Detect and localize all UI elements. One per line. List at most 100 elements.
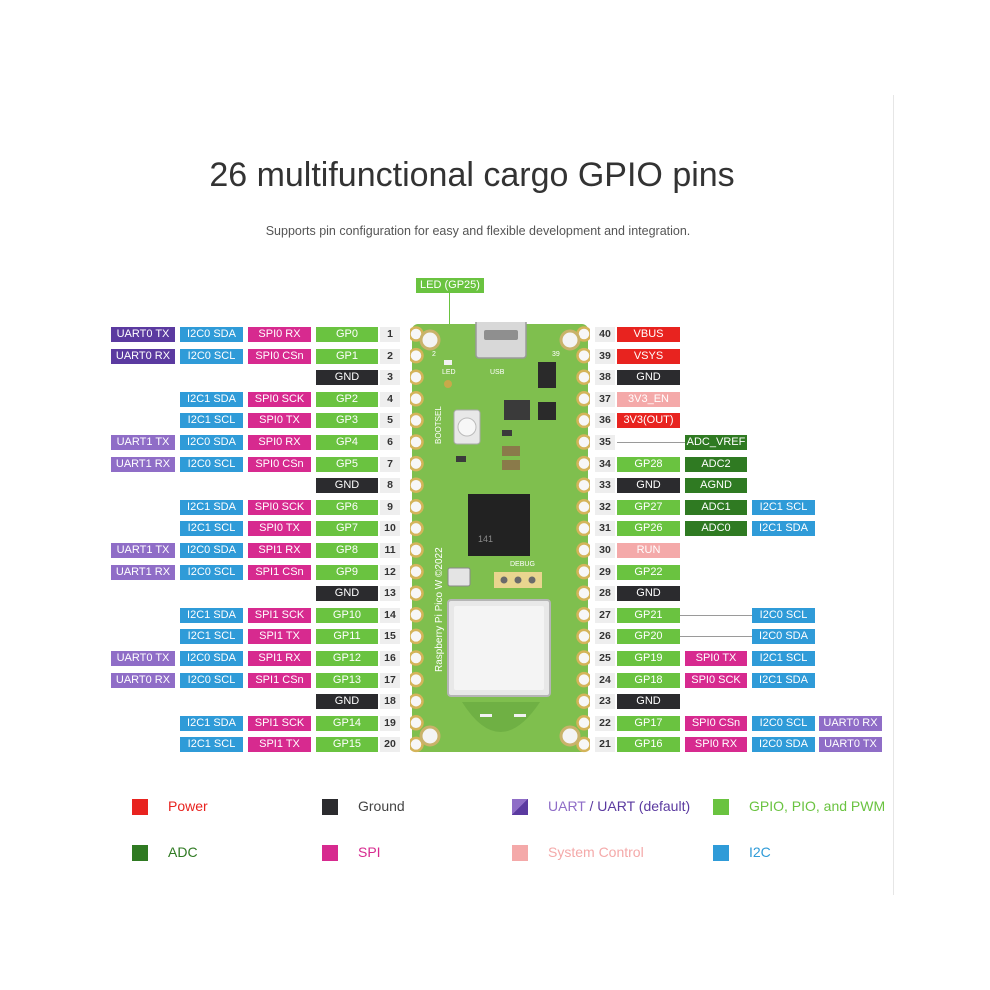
pin-number: 15 — [380, 629, 400, 645]
pin-number: 32 — [595, 499, 615, 515]
legend-swatch — [512, 799, 528, 815]
pin-number: 22 — [595, 715, 615, 731]
gpio-label: GP27 — [617, 499, 680, 515]
legend-label: UART / UART (default) — [548, 798, 690, 814]
castellated-pad — [410, 477, 424, 493]
castellated-pad — [410, 391, 424, 407]
debug-pad-1 — [500, 576, 508, 584]
pin-number: 27 — [595, 607, 615, 623]
pin-number: 26 — [595, 629, 615, 645]
legend-swatch — [132, 799, 148, 815]
mounting-hole-bottom-right — [559, 725, 581, 747]
castellated-pad — [576, 585, 590, 601]
debug-silk-text: DEBUG — [510, 561, 535, 568]
i2c-label: I2C1 SCL — [180, 521, 243, 537]
spi-label: SPI0 SCK — [685, 672, 747, 688]
legend-item-spi: SPI — [322, 843, 502, 863]
pin-number: 31 — [595, 521, 615, 537]
i2c-label: I2C0 SDA — [752, 629, 815, 645]
led-silk-text: LED — [442, 369, 456, 376]
pin-number: 23 — [595, 694, 615, 710]
gpio-label: GP12 — [316, 651, 378, 666]
i2c-label: I2C1 SDA — [180, 499, 243, 515]
legend-label: Ground — [358, 798, 405, 814]
mounting-hole-bottom-left — [419, 725, 441, 747]
spi-label: SPI0 RX — [248, 435, 311, 450]
gpio-label: GP4 — [316, 435, 378, 450]
legend-swatch — [713, 845, 729, 861]
test-pad — [444, 380, 452, 388]
ground-label: GND — [617, 478, 680, 494]
divider-line — [893, 95, 894, 895]
i2c-label: I2C0 SDA — [180, 435, 243, 450]
gpio-label: GP21 — [617, 607, 680, 623]
system-control-label: 3V3_EN — [617, 391, 680, 407]
castellated-pad — [576, 563, 590, 580]
castellated-pad — [410, 542, 424, 558]
pin-number: 35 — [595, 435, 615, 450]
bootsel-silk-text: BOOTSEL — [434, 406, 443, 444]
spi-label: SPI0 SCK — [248, 391, 311, 407]
page-title: 26 multifunctional cargo GPIO pins — [209, 156, 735, 194]
i2c-label: I2C1 SDA — [180, 715, 243, 731]
spi-label: SPI0 CSn — [685, 715, 747, 731]
pin-number: 4 — [380, 391, 400, 407]
castellated-pad — [410, 434, 424, 450]
system-control-label: RUN — [617, 543, 680, 558]
castellated-pad — [576, 391, 590, 407]
pin-number: 1 — [380, 327, 400, 342]
led-connector-line — [449, 293, 450, 331]
pin-number: 20 — [380, 737, 400, 753]
inductor — [504, 400, 530, 420]
adc-label: ADC2 — [685, 456, 747, 472]
pin-number: 6 — [380, 435, 400, 450]
i2c-label: I2C1 SDA — [180, 607, 243, 623]
adc-label: AGND — [685, 478, 747, 494]
uart-label: UART0 RX — [111, 672, 175, 688]
antenna-mark-1 — [480, 714, 492, 717]
spi-label: SPI1 TX — [248, 737, 311, 753]
connector-line — [680, 636, 752, 638]
smd-component-2 — [456, 456, 466, 462]
legend-item-power: Power — [132, 797, 312, 817]
legend-item-ground: Ground — [322, 797, 502, 817]
i2c-label: I2C1 SCL — [752, 499, 815, 515]
castellated-pad — [410, 585, 424, 601]
spi-label: SPI0 TX — [248, 413, 311, 429]
pin-number: 18 — [380, 694, 400, 710]
connector-line — [680, 614, 752, 616]
small-chip — [538, 402, 556, 420]
pin-number: 11 — [380, 543, 400, 558]
bootsel-button-cap — [457, 417, 477, 437]
legend-label-uart-default: UART (default) — [597, 798, 691, 814]
antenna-mark-2 — [514, 714, 526, 717]
i2c-label: I2C0 SCL — [180, 456, 243, 472]
uart-label: UART0 TX — [111, 651, 175, 666]
uart-label: UART0 TX — [819, 737, 882, 753]
legend-swatch — [713, 799, 729, 815]
spi-label: SPI1 RX — [248, 651, 311, 666]
castellated-pad — [410, 607, 424, 623]
pin-number: 9 — [380, 499, 400, 515]
castellated-pad — [576, 434, 590, 450]
pin-number: 19 — [380, 715, 400, 731]
castellated-pad — [576, 628, 590, 645]
legend-item-uart: UART / UART (default) — [512, 797, 692, 817]
pin-number: 38 — [595, 370, 615, 386]
spi-label: SPI1 SCK — [248, 715, 311, 731]
legend-item-i2c: I2C — [713, 843, 893, 863]
castellated-pad — [576, 607, 590, 623]
gpio-label: GP17 — [617, 715, 680, 731]
mounting-hole-top-right — [559, 329, 581, 351]
